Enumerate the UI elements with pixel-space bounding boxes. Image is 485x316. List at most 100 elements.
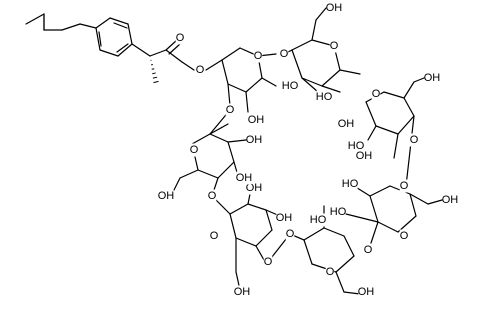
atom-label-background [348, 139, 364, 153]
substituent-bond [173, 177, 181, 191]
aryl-bond [131, 43, 151, 57]
hydroxyl-group-label: OH [158, 190, 175, 202]
glucose-ring-bond [343, 235, 355, 257]
oxygen-atom-label: O [190, 144, 199, 156]
glycosidic-bond [209, 123, 229, 135]
atom-label-background [189, 143, 199, 157]
oxygen-atom-label: O [210, 230, 219, 242]
benzene-bond [109, 17, 129, 25]
oxygen-atom-label: O [254, 50, 263, 62]
hydroxyl-group-label: OH [246, 134, 263, 146]
atom-label-background [356, 149, 372, 163]
glucose-ring-bond [291, 39, 313, 51]
hydroxyl-group-label: OH [246, 182, 263, 194]
glucose-ring-bond [229, 213, 237, 239]
hydroxyl-group-label: HO [282, 80, 299, 92]
atom-label-background [325, 265, 335, 279]
substituent-bond [227, 139, 247, 143]
atom-label-background [424, 71, 440, 85]
glucose-ring-bond [255, 229, 273, 247]
glucose-ring-bond [303, 227, 325, 241]
isobutyl-bond [25, 13, 45, 25]
glucose-ring-bond [369, 185, 391, 197]
substituent-bond [315, 7, 327, 21]
atom-label-background [209, 229, 219, 243]
atom-label-background [253, 49, 263, 63]
atom-label-background [399, 229, 409, 243]
hydroxyl-group-label: OH [236, 172, 253, 184]
substituent-bond [403, 81, 415, 99]
hydroxyl-group-label: OH [424, 72, 441, 84]
oxygen-atom-label: O [410, 134, 419, 146]
ester-bond [205, 59, 223, 71]
oxygen-atom-label: O [286, 228, 295, 240]
atom-label-background [175, 31, 185, 45]
substituent-bond [335, 271, 345, 293]
hydroxyl-group-label: OH [248, 114, 265, 126]
glucose-ring-bond [217, 161, 235, 179]
glucose-ring-bond [369, 195, 379, 223]
benzene-bond [95, 27, 101, 51]
glucose-ring-bond [197, 169, 219, 179]
glucose-ring-bond [301, 77, 323, 87]
glucose-ring-bond [221, 47, 241, 61]
glycosidic-bond [369, 221, 379, 247]
hashed-bond [152, 72, 156, 75]
ester-bond [165, 49, 183, 63]
oxygen-atom-label: O [226, 104, 235, 116]
hydroxyl-group-label: OH [356, 150, 373, 162]
hydroxyl-group-label: HO [330, 206, 347, 218]
glycosidic-bond [405, 115, 415, 187]
glucose-ring-bond [247, 203, 267, 211]
glucose-ring-bond [245, 77, 263, 93]
glucose-ring-bond [229, 203, 249, 215]
atom-label-background [358, 285, 374, 299]
glucose-ring-bond [227, 141, 235, 163]
atom-label-background [326, 1, 342, 15]
oxygen-atom-label: O [280, 48, 289, 60]
oxygen-atom-label: O [326, 266, 335, 278]
atom-label-background [225, 103, 235, 117]
hydroxyl-group-label: HO [310, 214, 327, 226]
substituent-bond [301, 77, 319, 93]
atom-label-background [310, 213, 326, 227]
benzene-bond [117, 43, 133, 57]
benzene-bond [99, 49, 119, 57]
atom-label-background [236, 171, 252, 185]
atom-labels-layer: OOOHOOHOOOOHHOOHOOOHHOOHOOOHHOHOOOOHHOOO… [158, 1, 459, 299]
atom-label-background [409, 133, 419, 147]
substituent-bond [393, 133, 399, 159]
benzyl-bond [79, 23, 97, 29]
substituent-bond [413, 77, 425, 83]
atom-label-background [246, 181, 262, 195]
glucose-ring-bond [375, 125, 399, 135]
atom-label-background [329, 39, 339, 53]
glucose-ring-bond [397, 215, 417, 233]
atom-label-background [248, 113, 264, 127]
oxygen-atom-label: O [400, 180, 409, 192]
glucose-ring-bond [303, 239, 313, 265]
hydroxyl-group-label: OH [276, 212, 293, 224]
substituent-bond [245, 91, 249, 113]
substituent-bond [321, 85, 341, 93]
atom-label-background [285, 227, 295, 241]
substituent-bond [255, 245, 265, 261]
glycosidic-bond [339, 69, 361, 75]
atom-label-background [207, 189, 217, 203]
glucose-ring-bond [403, 97, 415, 117]
hydroxyl-group-label: OH [358, 286, 375, 298]
atom-label-background [363, 243, 373, 257]
atom-label-background [263, 255, 273, 269]
hashed-bond [152, 76, 158, 79]
hydroxyl-group-label: OH [442, 194, 459, 206]
glucose-ring-bond [227, 83, 247, 93]
atom-label-background [158, 189, 174, 203]
glycosidic-bond [227, 83, 231, 107]
isobutyl-bond [61, 23, 81, 31]
oxygen-atom-label: O [364, 244, 373, 256]
substituent-bond [427, 199, 443, 205]
glucose-ring-bond [383, 91, 405, 99]
hydroxyl-group-label: OH [326, 2, 343, 14]
atom-label-background [371, 87, 381, 101]
